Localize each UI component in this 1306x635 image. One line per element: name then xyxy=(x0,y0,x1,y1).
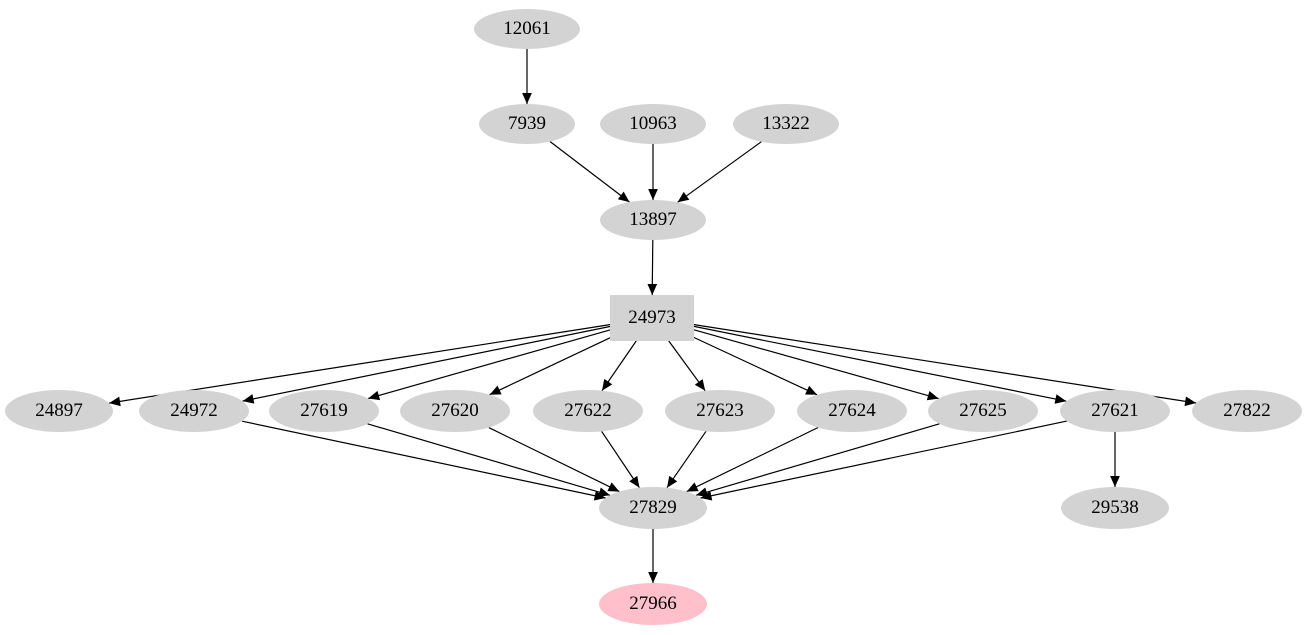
node-27619: 27619 xyxy=(269,390,379,432)
edge-13322-13897 xyxy=(677,141,762,203)
node-12061: 12061 xyxy=(474,9,580,49)
edge-27619-27829 xyxy=(367,423,611,497)
node-13897: 13897 xyxy=(600,200,706,240)
node-27621: 27621 xyxy=(1060,390,1170,432)
edge-27624-27829 xyxy=(686,426,819,493)
node-27622: 27622 xyxy=(533,390,643,432)
edge-24972-27829 xyxy=(241,420,606,501)
node-27829: 27829 xyxy=(599,487,707,529)
node-24972: 24972 xyxy=(139,390,249,432)
node-27966: 27966 xyxy=(599,583,707,625)
edge-24973-27622 xyxy=(601,340,637,392)
node-27822: 27822 xyxy=(1192,390,1302,432)
edge-7939-13897 xyxy=(549,141,630,203)
edge-27623-27829 xyxy=(666,430,707,489)
node-24973: 24973 xyxy=(610,295,694,341)
edge-24973-27625 xyxy=(693,329,939,401)
edge-24973-27822 xyxy=(693,324,1197,407)
node-27620: 27620 xyxy=(400,390,510,432)
edge-27622-27829 xyxy=(601,430,640,489)
edge-24973-27621 xyxy=(693,325,1067,404)
edge-13897-24973 xyxy=(647,239,658,296)
node-10963: 10963 xyxy=(600,104,706,144)
edge-24973-27620 xyxy=(489,337,611,396)
node-13322: 13322 xyxy=(733,104,839,144)
edge-24973-27624 xyxy=(693,336,818,396)
edge-24973-27619 xyxy=(368,329,611,401)
edge-24973-24972 xyxy=(242,325,611,404)
edge-group xyxy=(109,49,1197,583)
edge-27620-27829 xyxy=(488,427,620,493)
node-27623: 27623 xyxy=(665,390,775,432)
node-27625: 27625 xyxy=(928,390,1038,432)
edge-24973-27623 xyxy=(668,340,706,392)
node-7939: 7939 xyxy=(479,104,575,144)
edge-27621-27829 xyxy=(700,420,1067,501)
node-27624: 27624 xyxy=(797,390,907,432)
edge-27625-27829 xyxy=(695,423,940,497)
node-24897: 24897 xyxy=(5,390,113,432)
node-29538: 29538 xyxy=(1061,487,1169,529)
